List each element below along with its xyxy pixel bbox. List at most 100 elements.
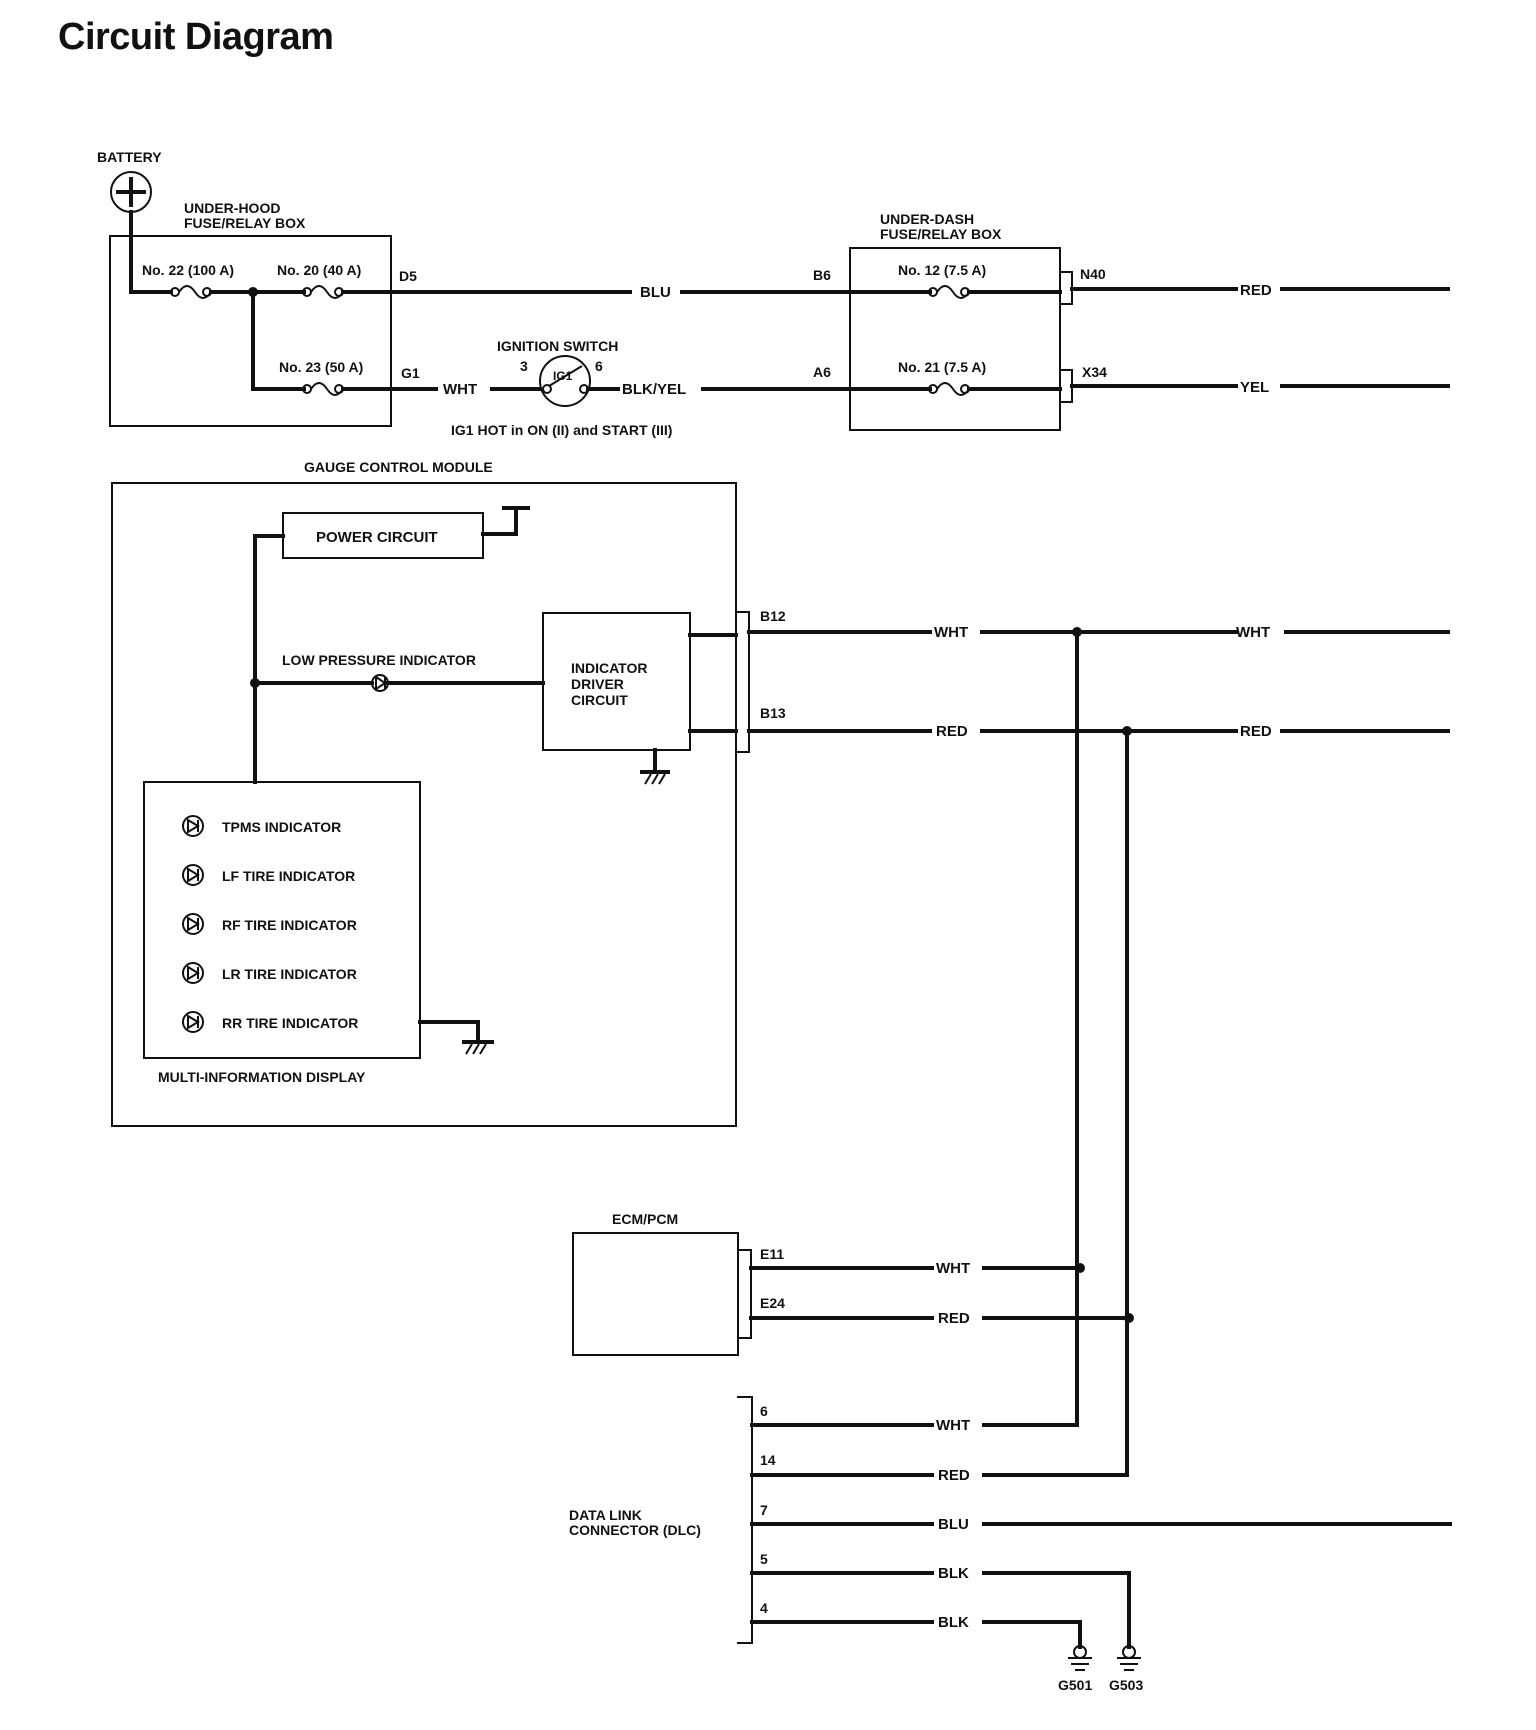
wire-blu-label: BLU	[640, 284, 671, 301]
wire-b13-red-label: RED	[936, 723, 968, 740]
indicator-label: RR TIRE INDICATOR	[222, 1015, 358, 1031]
driver-label-1: INDICATOR	[571, 660, 647, 676]
under-dash-box-label-2: FUSE/RELAY BOX	[880, 226, 1002, 242]
indicator-label: LR TIRE INDICATOR	[222, 966, 357, 982]
fuse-22-label: No. 22 (100 A)	[142, 262, 234, 278]
ecm-pcm-box	[572, 1232, 739, 1356]
pin-d5: D5	[399, 268, 417, 284]
dlc-pin-7: 7	[760, 1502, 768, 1518]
dlc-wire-14-label: RED	[938, 1467, 970, 1484]
ecm-connector	[737, 1249, 752, 1339]
fuse-23-symbol	[302, 382, 344, 396]
wire-red-right-label: RED	[1240, 723, 1272, 740]
pin-x34: X34	[1082, 364, 1107, 380]
driver-label-2: DRIVER	[571, 676, 624, 692]
battery-wire	[129, 210, 173, 294]
indicator-lamp-icon	[182, 815, 204, 837]
under-dash-box-outline	[849, 247, 1061, 431]
dlc-pin-14: 14	[760, 1452, 776, 1468]
indicator-lamp-icon	[182, 864, 204, 886]
dlc-wire-7-label: BLU	[938, 1516, 969, 1533]
ground-g501-label: G501	[1058, 1677, 1092, 1693]
ig-terminal-6: 6	[595, 358, 603, 374]
ecm-pcm-label: ECM/PCM	[612, 1211, 678, 1227]
indicator-driver-circuit-box	[542, 612, 691, 751]
ig-terminal-3: 3	[520, 358, 528, 374]
wire-blkyel-label: BLK/YEL	[622, 381, 686, 398]
under-hood-fuse-relay-box: UNDER-HOOD FUSE/RELAY BOX No. 22 (100 A)…	[109, 200, 420, 427]
pin-b12: B12	[760, 608, 786, 624]
gauge-control-module: GAUGE CONTROL MODULE POWER CIRCUIT LOW P…	[111, 459, 786, 1127]
gauge-module-outline	[111, 482, 737, 1127]
ground-g501: G501	[1058, 1645, 1092, 1693]
dlc-label-1: DATA LINK	[569, 1507, 642, 1523]
indicator-label: TPMS INDICATOR	[222, 819, 341, 835]
dlc-label-2: CONNECTOR (DLC)	[569, 1522, 701, 1538]
ignition-note: IG1 HOT in ON (II) and START (III)	[451, 422, 672, 438]
dlc-pin-6: 6	[760, 1403, 768, 1419]
fuse-21-label: No. 21 (7.5 A)	[898, 359, 986, 375]
wire-yel-label: YEL	[1240, 379, 1269, 396]
pin-b6: B6	[813, 267, 831, 283]
multi-information-display-box	[143, 781, 421, 1059]
mid-label: MULTI-INFORMATION DISPLAY	[158, 1069, 366, 1085]
indicator-rr-tire: RR TIRE INDICATOR	[182, 1011, 358, 1033]
ecm-pcm: ECM/PCM E11 E24	[572, 1211, 785, 1356]
power-circuit-label: POWER CIRCUIT	[316, 529, 438, 546]
page-title: Circuit Diagram	[58, 16, 334, 58]
dlc-wire-5-label: BLK	[938, 1565, 969, 1582]
pin-e11: E11	[760, 1246, 784, 1262]
pin-b13: B13	[760, 705, 786, 721]
dlc-pin-5: 5	[760, 1551, 768, 1567]
wire-red-label: RED	[1240, 282, 1272, 299]
wire-e11-label: WHT	[936, 1260, 970, 1277]
pin-n40: N40	[1080, 266, 1106, 282]
under-hood-box-label-2: FUSE/RELAY BOX	[184, 215, 306, 231]
indicator-lamp-icon	[182, 913, 204, 935]
data-link-connector: DATA LINK CONNECTOR (DLC) 6 WHT 14 RED 7…	[569, 1396, 1452, 1649]
ground-g503-label: G503	[1109, 1677, 1143, 1693]
wire-wht-label: WHT	[443, 381, 477, 398]
low-pressure-label: LOW PRESSURE INDICATOR	[282, 652, 476, 668]
ignition-switch-label: IGNITION SWITCH	[497, 338, 618, 354]
fuse-22-symbol	[170, 285, 212, 299]
indicator-lamp-icon	[182, 962, 204, 984]
dlc-wire-4-label: BLK	[938, 1614, 969, 1631]
indicator-lf-tire: LF TIRE INDICATOR	[182, 864, 355, 886]
under-dash-fuse-relay-box: UNDER-DASH FUSE/RELAY BOX B6 A6 No. 12 (…	[813, 211, 1107, 431]
indicator-label: LF TIRE INDICATOR	[222, 868, 355, 884]
ground-g503: G503	[1109, 1645, 1143, 1693]
fuse-12-symbol	[928, 285, 970, 299]
dlc-pin-4: 4	[760, 1600, 768, 1616]
battery: BATTERY	[97, 149, 162, 213]
ignition-switch: IGNITION SWITCH 3 6 IG1 IG1 HOT in ON (I…	[451, 338, 672, 438]
fuse-21-symbol	[928, 382, 970, 396]
battery-label: BATTERY	[97, 149, 162, 165]
dlc-wire-6-label: WHT	[936, 1417, 970, 1434]
under-dash-box-label-1: UNDER-DASH	[880, 211, 974, 227]
wire-b12-wht-label: WHT	[934, 624, 968, 641]
pin-e24: E24	[760, 1295, 785, 1311]
under-hood-box-outline	[109, 235, 392, 427]
pin-g1: G1	[401, 365, 420, 381]
indicator-rf-tire: RF TIRE INDICATOR	[182, 913, 357, 935]
ig1-label: IG1	[553, 369, 573, 383]
indicator-lr-tire: LR TIRE INDICATOR	[182, 962, 357, 984]
wire-wht-right-label: WHT	[1236, 624, 1270, 641]
dlc-connector-bracket	[737, 1396, 753, 1644]
gauge-module-label: GAUGE CONTROL MODULE	[304, 459, 493, 475]
fuse-20-label: No. 20 (40 A)	[277, 262, 361, 278]
wire-e24-label: RED	[938, 1310, 970, 1327]
fuse-12-label: No. 12 (7.5 A)	[898, 262, 986, 278]
indicator-label: RF TIRE INDICATOR	[222, 917, 357, 933]
gauge-connector	[735, 611, 750, 753]
pin-a6: A6	[813, 364, 831, 380]
fuse-20-symbol	[302, 285, 344, 299]
under-hood-box-label-1: UNDER-HOOD	[184, 200, 280, 216]
fuse-23-label: No. 23 (50 A)	[279, 359, 363, 375]
driver-label-3: CIRCUIT	[571, 692, 628, 708]
indicator-lamp-icon	[182, 1011, 204, 1033]
indicator-tpms: TPMS INDICATOR	[182, 815, 341, 837]
low-pressure-indicator-icon	[371, 674, 389, 692]
